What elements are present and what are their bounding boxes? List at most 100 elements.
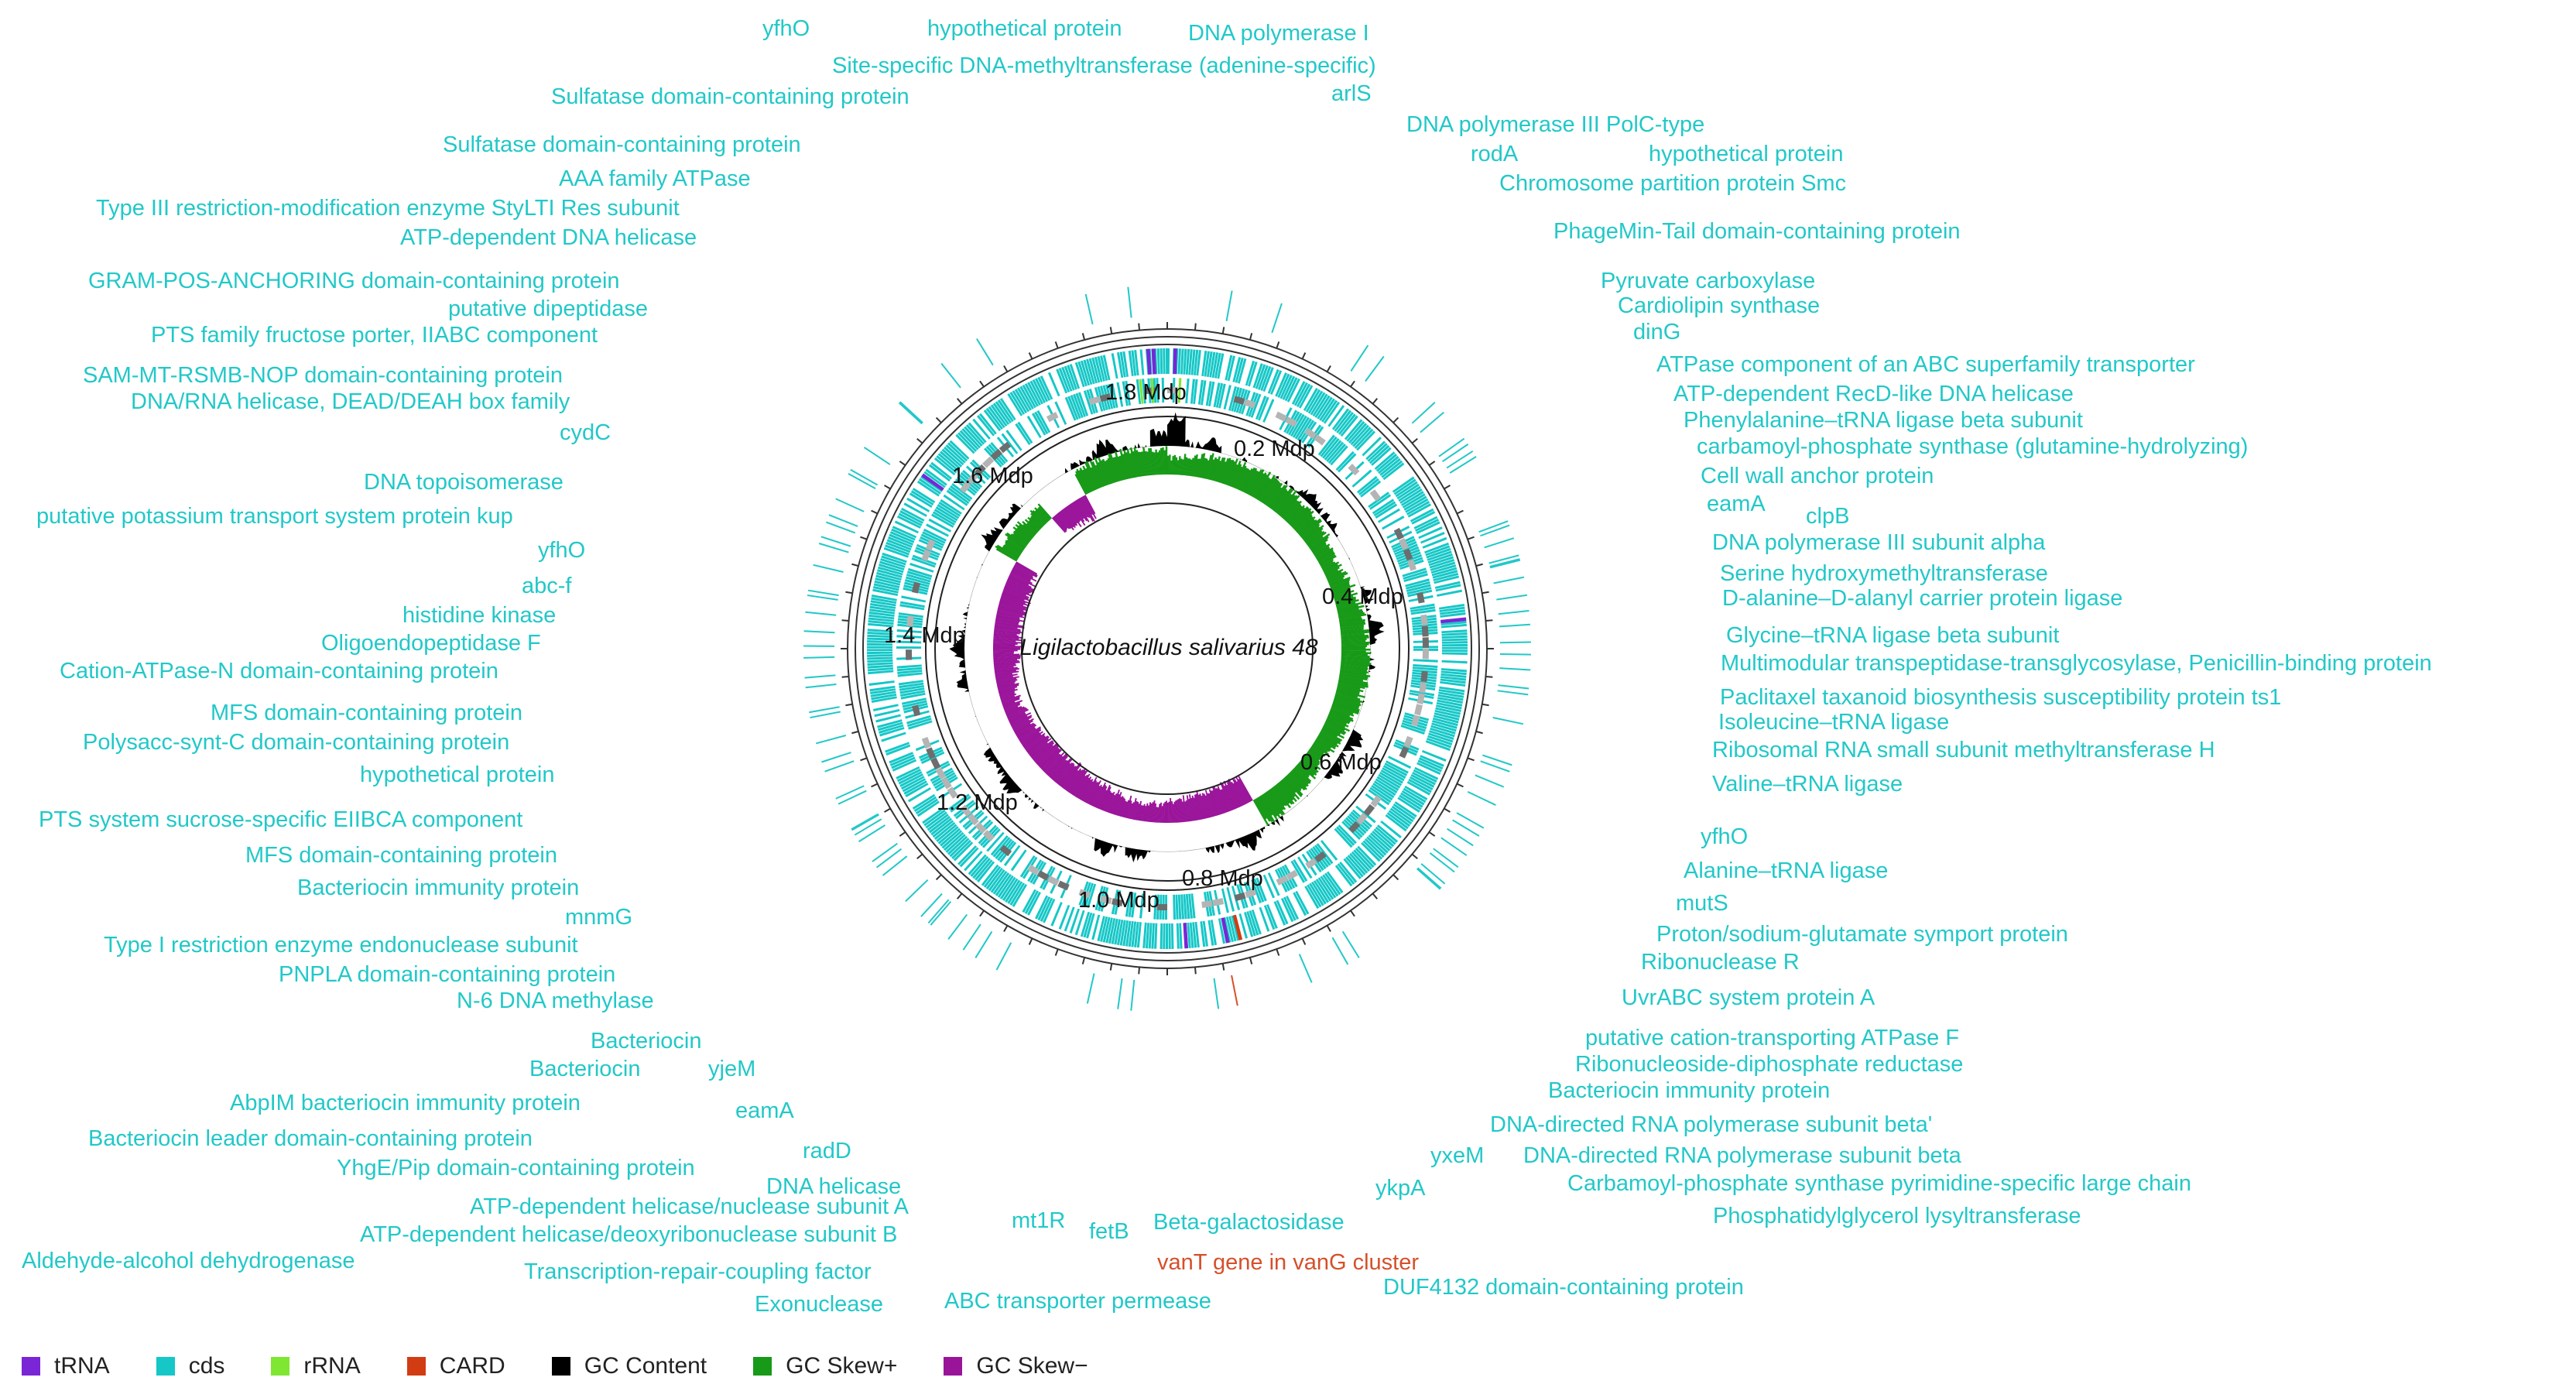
gene-label: Bacteriocin immunity protein: [1548, 1078, 1830, 1103]
gc-skew-negative: [1009, 572, 1033, 584]
cds-forward: [881, 555, 906, 566]
coverage-block: [1399, 746, 1410, 759]
cds-forward: [1088, 358, 1098, 384]
gc-skew-negative: [1000, 598, 1024, 606]
gc-skew-positive: [1339, 618, 1365, 625]
gc-skew-positive: [1297, 516, 1316, 534]
cds-forward: [1435, 707, 1461, 715]
cds-forward: [936, 824, 957, 842]
gc-skew-positive: [1249, 469, 1265, 496]
cds-reverse: [1019, 855, 1036, 878]
tick-mark: [935, 874, 942, 881]
gc-skew-negative: [1152, 800, 1156, 823]
gc-skew-positive: [1294, 514, 1313, 532]
gc-skew-positive: [1118, 455, 1127, 480]
gc-skew-negative: [1009, 715, 1028, 725]
leader-line: [1467, 790, 1496, 806]
gene-label: hypothetical protein: [1649, 142, 1844, 166]
legend-item-rrna: rRNA: [271, 1353, 361, 1379]
cds-forward: [908, 787, 931, 803]
gc-skew-positive: [1305, 530, 1323, 544]
cds-forward: [1027, 892, 1041, 916]
gc-skew-positive: [1337, 605, 1365, 613]
cds-reverse: [1400, 725, 1425, 735]
leader-line: [1498, 684, 1530, 690]
cds-forward: [1435, 584, 1461, 592]
gc-skew-negative: [1029, 738, 1052, 756]
gene-label: Transcription-repair-coupling factor: [524, 1259, 872, 1284]
cds-forward: [1441, 652, 1468, 656]
cds-forward: [1429, 730, 1454, 740]
gc-skew-positive: [1327, 575, 1345, 584]
gc-skew-negative: [1201, 795, 1208, 819]
cds-forward: [1434, 581, 1461, 589]
leader-line: [1086, 973, 1095, 1004]
cds-forward: [1434, 575, 1460, 584]
gc-skew-positive: [1338, 681, 1365, 690]
cds-forward: [870, 690, 896, 697]
leader-line: [1416, 868, 1441, 890]
cds-forward: [1331, 408, 1350, 430]
cds-reverse: [1382, 516, 1405, 530]
leader-line: [1438, 437, 1465, 457]
gc-skew-negative: [995, 673, 1013, 678]
gc-skew-positive: [1332, 588, 1351, 595]
cds-forward: [1338, 413, 1356, 435]
gc-skew-positive: [1038, 506, 1051, 521]
leader-line: [1420, 411, 1444, 433]
cds-reverse: [1360, 480, 1382, 498]
cds-forward: [937, 453, 959, 471]
gc-skew-positive: [1334, 694, 1364, 704]
gc-skew-positive: [1005, 533, 1026, 549]
gc-skew-negative: [1076, 777, 1090, 798]
cds-forward: [886, 541, 911, 553]
gc-skew-positive: [1289, 772, 1307, 790]
cds-forward: [997, 875, 1014, 898]
gc-skew-negative: [1207, 793, 1216, 817]
trna-marker: [1440, 617, 1467, 624]
gc-skew-negative: [1081, 781, 1094, 801]
gc-skew-negative: [1211, 786, 1223, 815]
cds-forward: [945, 444, 966, 464]
gc-skew-positive: [1078, 470, 1091, 493]
cds-forward: [1434, 709, 1461, 718]
cds-forward: [949, 838, 970, 858]
cds-reverse: [1357, 475, 1378, 494]
leader-line: [824, 760, 855, 773]
gene-label: arlS: [1331, 81, 1372, 106]
gc-skew-positive: [1328, 712, 1351, 723]
gc-skew-positive: [1315, 738, 1332, 749]
cds-forward: [1432, 720, 1458, 729]
cds-forward: [1439, 686, 1465, 693]
cds-forward: [913, 796, 937, 813]
cds-forward: [1019, 385, 1034, 409]
gc-skew-positive: [1321, 728, 1343, 742]
cds-forward: [1034, 895, 1049, 920]
cds-forward: [867, 640, 893, 643]
cds-reverse: [896, 666, 923, 672]
cds-forward: [915, 798, 938, 815]
gc-skew-positive: [1304, 754, 1319, 766]
gc-skew-positive: [1302, 757, 1318, 770]
leader-line: [1365, 355, 1385, 382]
gc-skew-positive: [1321, 561, 1336, 570]
gc-skew-negative: [1235, 776, 1251, 803]
gc-skew-positive: [1029, 516, 1043, 529]
cds-forward: [1438, 691, 1464, 698]
cds-forward: [896, 766, 920, 779]
gc-skew-negative: [993, 661, 1020, 666]
gc-skew-positive: [1222, 459, 1233, 485]
gc-skew-negative: [995, 615, 1025, 622]
cds-reverse: [937, 503, 960, 519]
gc-skew-positive: [1306, 530, 1325, 546]
cds-forward: [871, 597, 897, 605]
cds-forward: [1406, 781, 1431, 796]
coverage-block: [1403, 548, 1413, 561]
coverage-block: [1304, 427, 1317, 440]
gc-skew-positive: [1325, 719, 1351, 732]
gc-skew-positive: [1327, 714, 1350, 725]
tick-label-1.2: 1.2 Mdp: [937, 790, 1018, 815]
gc-skew-positive: [1316, 737, 1336, 750]
gc-skew-positive: [1266, 482, 1283, 506]
gene-label: Cell wall anchor protein: [1701, 464, 1934, 488]
